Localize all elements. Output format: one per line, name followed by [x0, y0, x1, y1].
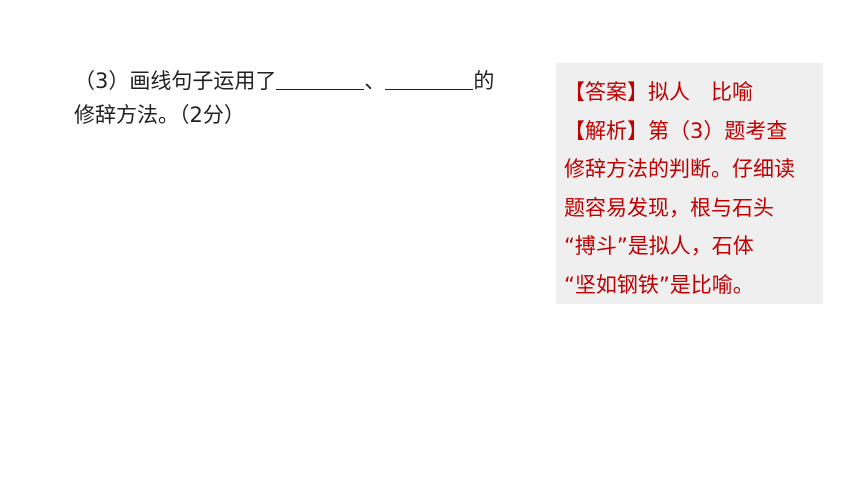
question-suffix: 的 — [473, 69, 495, 93]
analysis-line: “搏斗”是拟人，石体 — [564, 234, 754, 258]
answer-blank-1 — [276, 67, 365, 90]
answer-explanation-box: 【答案】拟人 比喻 【解析】第（3）题考查 修辞方法的判断。仔细读 题容易发现，… — [556, 63, 823, 304]
answer-line: 【答案】拟人 比喻 — [564, 80, 753, 104]
question-prefix: （3）画线句子运用了 — [74, 69, 277, 93]
analysis-line: 修辞方法的判断。仔细读 — [564, 157, 795, 181]
answer-blank-2 — [385, 67, 474, 90]
analysis-line: 题容易发现，根与石头 — [564, 195, 774, 220]
question-text: （3）画线句子运用了 、 的 修辞方法。（2分） — [74, 64, 534, 132]
question-line-1: （3）画线句子运用了 、 的 — [74, 64, 534, 98]
question-line-2: 修辞方法。（2分） — [74, 103, 245, 127]
analysis-line: “坚如钢铁”是比喻。 — [564, 272, 754, 297]
blank-separator: 、 — [364, 69, 386, 93]
analysis-line: 【解析】第（3）题考查 — [564, 118, 788, 143]
